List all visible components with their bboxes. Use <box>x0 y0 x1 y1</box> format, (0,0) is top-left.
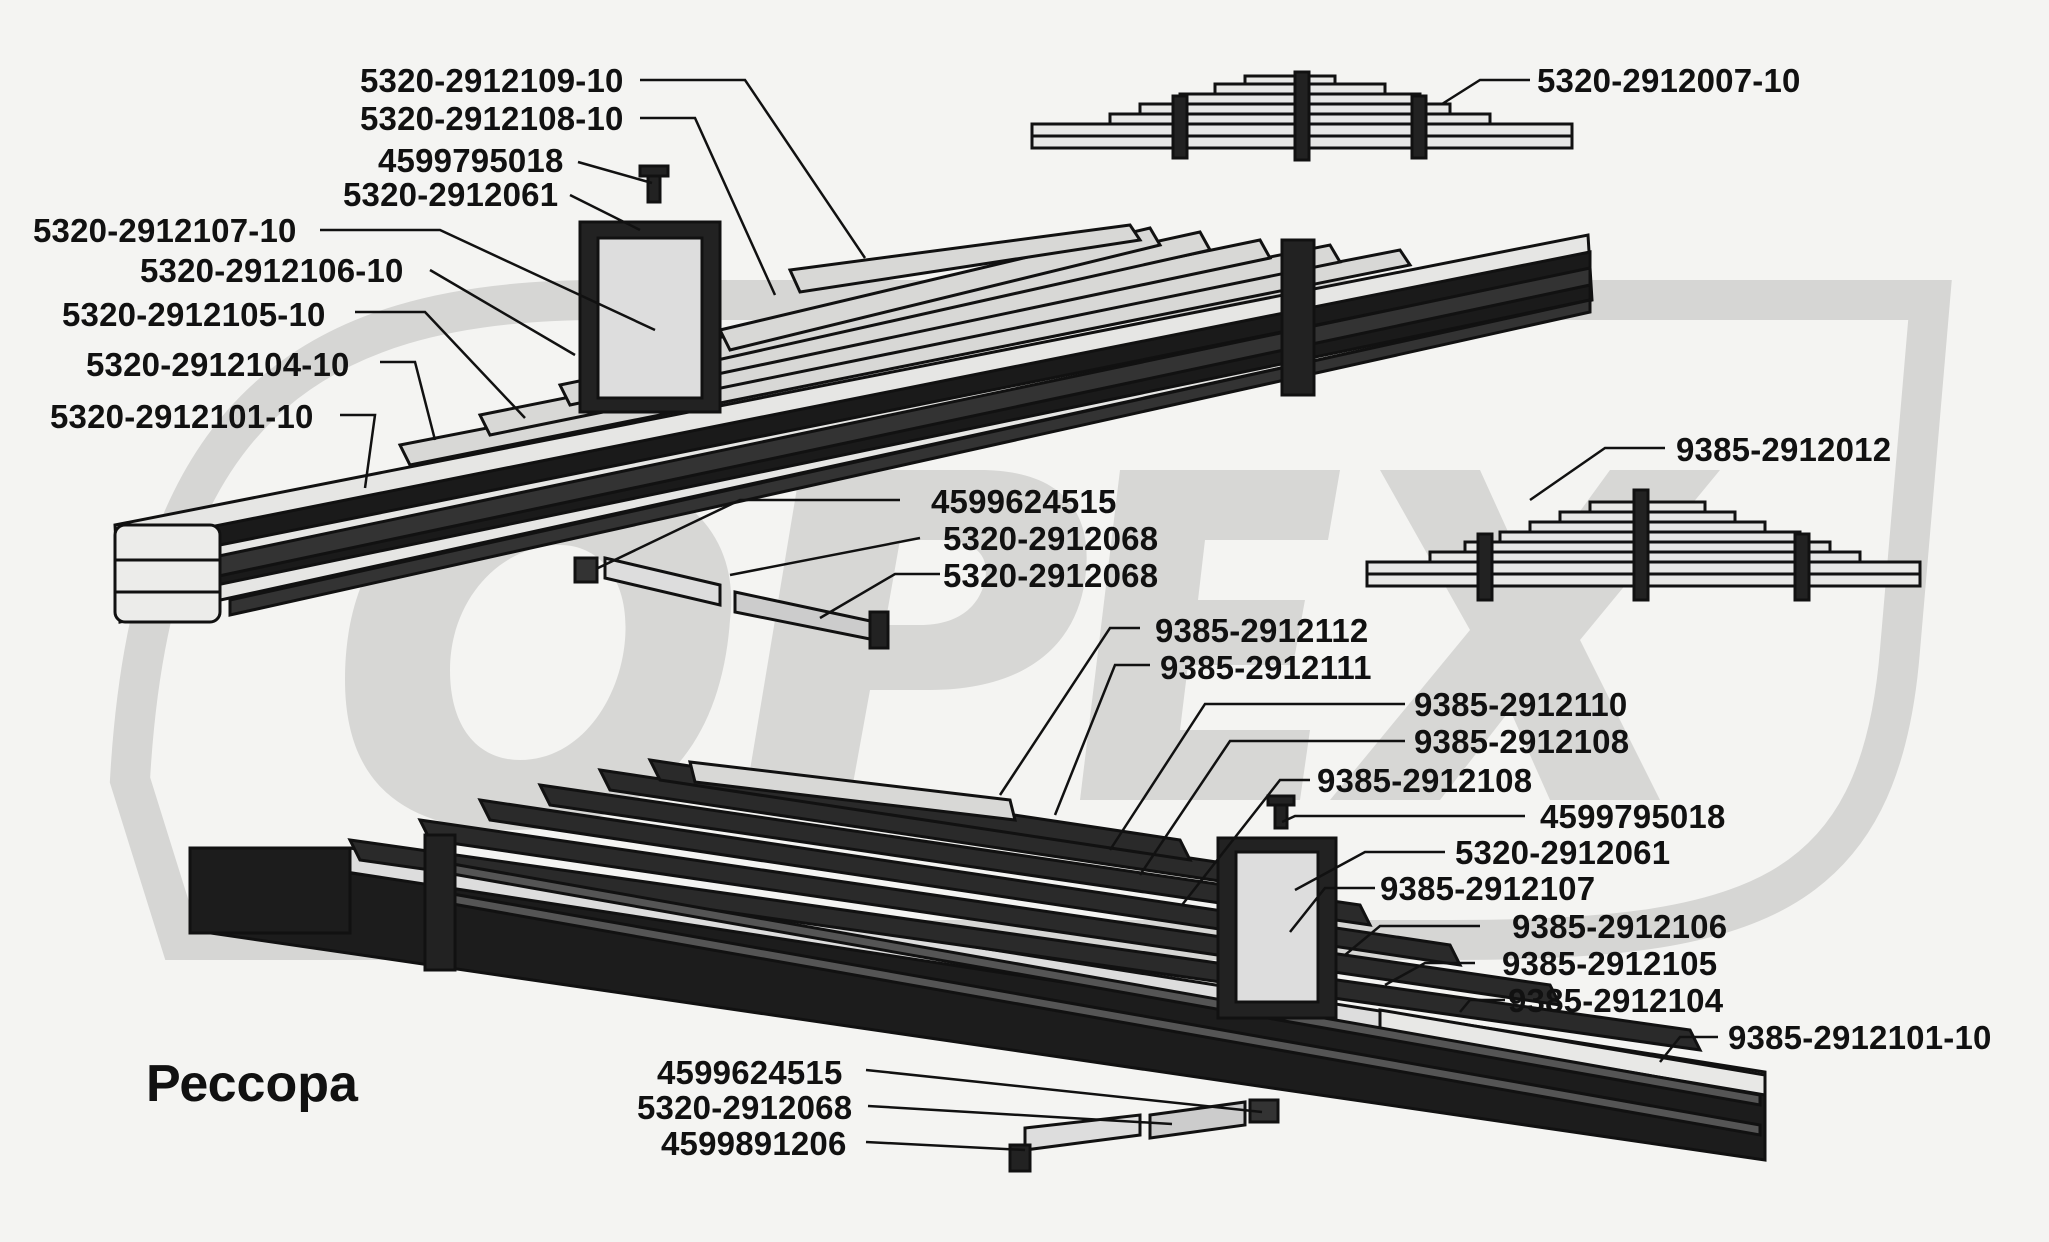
label-9385-2912112: 9385-2912112 <box>1155 612 1369 649</box>
label-5320-2912108-10: 5320-2912108-10 <box>360 100 624 137</box>
small-spring-upper <box>1030 70 1574 162</box>
label-9385-2912110: 9385-2912110 <box>1414 686 1628 723</box>
small-spring-lower <box>1365 488 1922 602</box>
label-9385-2912107: 9385-2912107 <box>1380 870 1596 907</box>
label-4599795018-lower: 4599795018 <box>1540 798 1726 835</box>
label-9385-2912101-10: 9385-2912101-10 <box>1728 1019 1992 1056</box>
label-9385-2912105: 9385-2912105 <box>1502 945 1718 982</box>
label-4599891206: 4599891206 <box>661 1125 847 1162</box>
label-5320-2912061-upper: 5320-2912061 <box>343 176 559 213</box>
label-5320-2912104-10: 5320-2912104-10 <box>86 346 350 383</box>
label-9385-2912108-1: 9385-2912108 <box>1414 723 1630 760</box>
upper-bolt-set <box>573 556 890 650</box>
label-9385-2912108-2: 9385-2912108 <box>1317 762 1533 799</box>
label-5320-2912109-10: 5320-2912109-10 <box>360 62 624 99</box>
label-5320-2912068-upper-2: 5320-2912068 <box>943 557 1159 594</box>
diagram-title: Рессора <box>146 1055 358 1113</box>
leader-lines <box>320 78 1718 1152</box>
label-9385-2912012: 9385-2912012 <box>1676 431 1892 468</box>
lower-spring-assembly <box>188 758 1767 1173</box>
label-5320-2912068-lower: 5320-2912068 <box>637 1089 853 1126</box>
label-5320-2912105-10: 5320-2912105-10 <box>62 296 326 333</box>
label-5320-2912107-10: 5320-2912107-10 <box>33 212 297 249</box>
label-5320-2912068-upper-1: 5320-2912068 <box>943 520 1159 557</box>
label-4599795018-upper: 4599795018 <box>378 142 564 179</box>
label-5320-2912061-lower: 5320-2912061 <box>1455 834 1671 871</box>
label-5320-2912101-10: 5320-2912101-10 <box>50 398 314 435</box>
label-9385-2912106: 9385-2912106 <box>1512 908 1728 945</box>
label-9385-2912104: 9385-2912104 <box>1508 982 1724 1019</box>
label-5320-2912106-10: 5320-2912106-10 <box>140 252 404 289</box>
label-9385-2912111: 9385-2912111 <box>1160 649 1372 686</box>
label-4599624515-lower: 4599624515 <box>657 1054 843 1091</box>
label-5320-2912007-10: 5320-2912007-10 <box>1537 62 1801 99</box>
upper-spring-assembly <box>113 164 1594 624</box>
label-4599624515-upper: 4599624515 <box>931 483 1117 520</box>
